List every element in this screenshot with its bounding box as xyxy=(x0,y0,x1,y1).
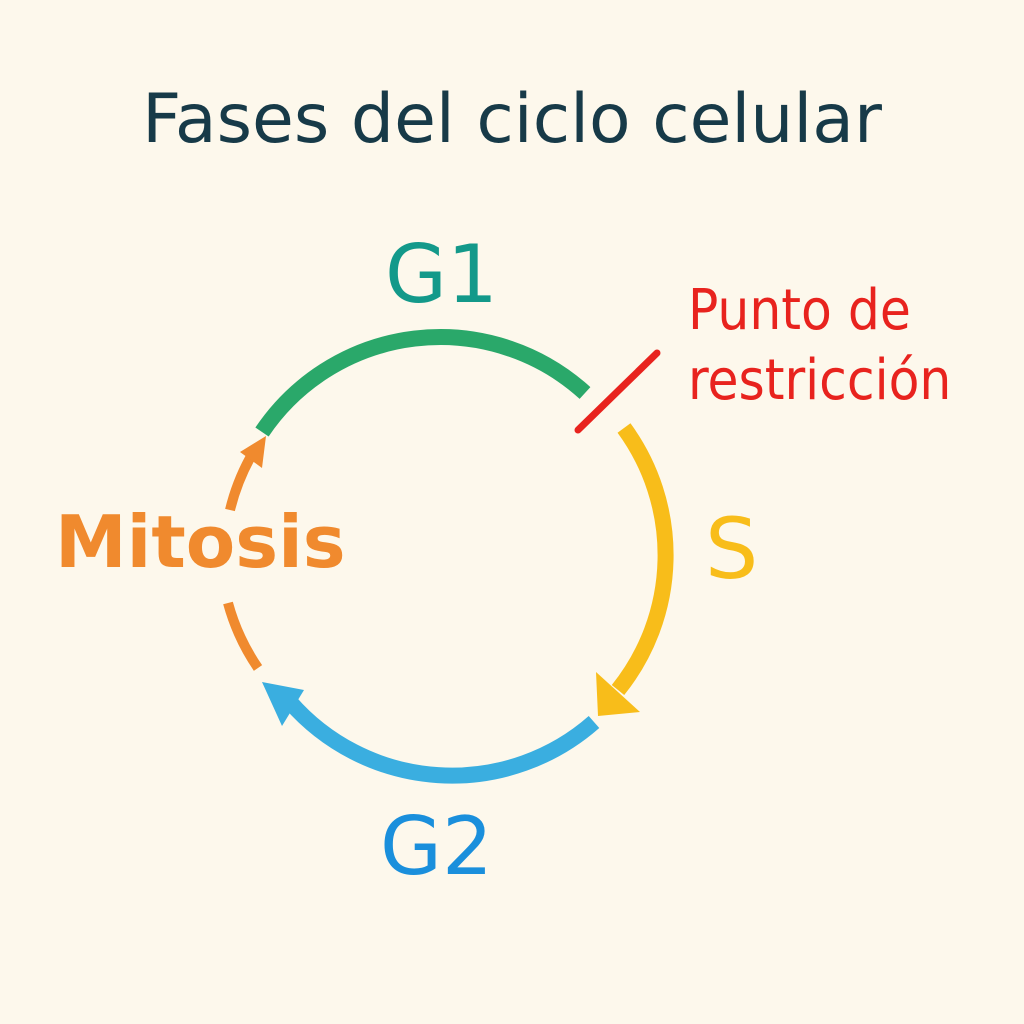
mitosis-label: Mitosis xyxy=(55,500,346,584)
g2-arrowhead xyxy=(262,682,304,726)
g2-arc xyxy=(283,696,600,784)
restriction-point-label: Punto de restricción xyxy=(688,276,951,416)
g1-arc xyxy=(255,329,591,437)
restriction-point-marker xyxy=(574,349,661,434)
s-arc xyxy=(611,423,674,696)
restriction-point-line1: Punto de xyxy=(688,278,911,343)
restriction-point-line2: restricción xyxy=(688,348,952,413)
s-arrowhead xyxy=(596,672,640,716)
mitosis-arc-upper xyxy=(225,455,255,512)
s-label: S xyxy=(705,500,759,598)
mitosis-arrowhead xyxy=(240,436,266,468)
g1-label: G1 xyxy=(385,228,498,321)
mitosis-arc-lower xyxy=(223,601,263,671)
diagram-title: Fases del ciclo celular xyxy=(142,80,882,159)
g2-label: G2 xyxy=(380,800,493,893)
